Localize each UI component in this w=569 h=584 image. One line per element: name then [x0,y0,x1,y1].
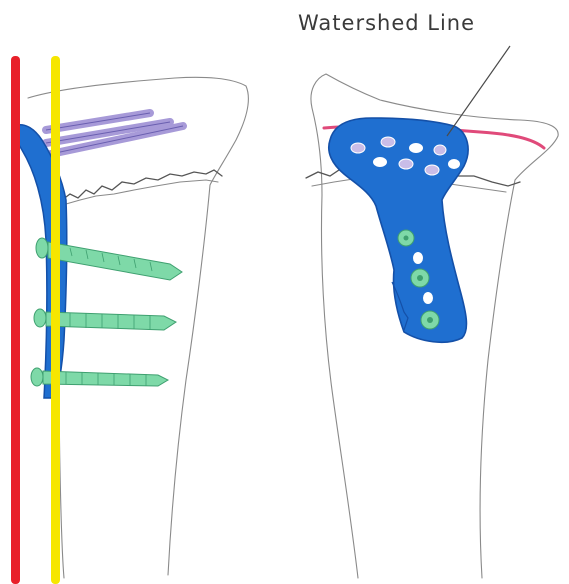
anterior-view [306,46,558,578]
watershed-line-label: Watershed Line [298,11,475,35]
watershed-leader-line [447,46,510,136]
lateral-view [13,77,248,578]
red-reference-line [11,56,20,584]
anterior-plate [329,118,468,342]
yellow-reference-line [51,56,60,584]
lateral-physeal-scar [62,170,222,200]
lateral-proximal-screws [46,113,183,155]
